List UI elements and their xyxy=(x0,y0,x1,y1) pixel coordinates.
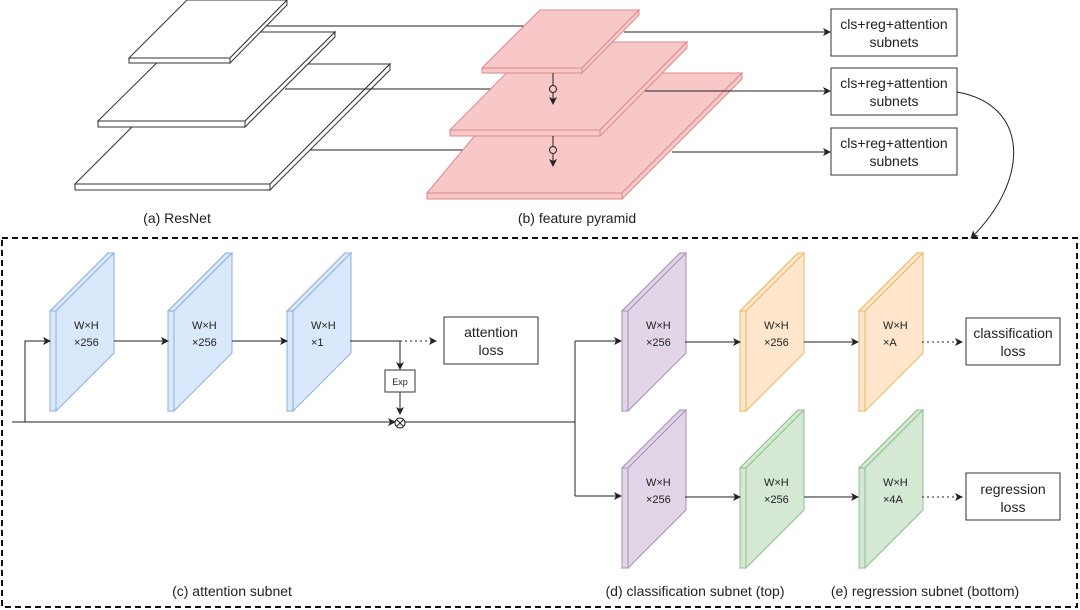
svg-text:Exp: Exp xyxy=(392,377,408,387)
top-down-pathway xyxy=(549,73,557,167)
attention-connections xyxy=(12,337,622,500)
map-size-label: W×H xyxy=(883,320,908,332)
map-channel-label: ×256 xyxy=(192,337,217,349)
map-channel-label: ×256 xyxy=(74,337,99,349)
map-size-label: W×H xyxy=(74,320,99,332)
reg-output-map: W×H ×4A xyxy=(857,408,925,570)
cls-output-map: W×H ×A xyxy=(857,251,925,413)
attention-feature-map: W×H ×256 xyxy=(166,251,234,413)
caption-feature-pyramid: (b) feature pyramid xyxy=(518,210,636,226)
pyramid-level-2 xyxy=(448,40,689,138)
svg-text:subnets: subnets xyxy=(869,153,918,169)
svg-text:cls+reg+attention: cls+reg+attention xyxy=(840,75,947,91)
map-size-label: W×H xyxy=(646,477,671,489)
cls-feature-map: W×H ×256 xyxy=(738,251,806,413)
map-size-label: W×H xyxy=(764,320,789,332)
caption-classification-subnet: (d) classification subnet (top) xyxy=(606,583,785,599)
pyramid-output-arrows xyxy=(624,28,831,156)
svg-text:loss: loss xyxy=(1001,499,1026,515)
detail-frame xyxy=(1,237,1078,608)
subnet-box-3: cls+reg+attention subnets xyxy=(830,127,958,176)
map-channel-label: ×256 xyxy=(646,494,671,506)
attention-feature-map: W×H ×1 xyxy=(285,251,353,413)
subnet-connections xyxy=(685,338,963,501)
svg-text:subnets: subnets xyxy=(869,93,918,109)
resnet-layer-1 xyxy=(127,0,288,65)
map-channel-label: ×256 xyxy=(646,337,671,349)
attention-loss-box: attention loss xyxy=(443,316,539,365)
reg-feature-map: W×H ×256 xyxy=(738,408,806,570)
map-channel-label: ×4A xyxy=(883,494,904,506)
svg-text:loss: loss xyxy=(1001,343,1026,359)
multiply-node-icon xyxy=(394,417,406,429)
subnet-box-1: cls+reg+attention subnets xyxy=(830,8,958,57)
add-node-icon xyxy=(549,146,557,154)
map-channel-label: ×1 xyxy=(311,337,324,349)
regression-loss-box: regression loss xyxy=(965,472,1061,521)
svg-text:attention: attention xyxy=(464,324,518,340)
pyramid-level-1 xyxy=(480,8,641,75)
map-size-label: W×H xyxy=(646,320,671,332)
resnet-layer-2 xyxy=(96,30,337,129)
map-size-label: W×H xyxy=(311,320,336,332)
svg-text:cls+reg+attention: cls+reg+attention xyxy=(840,16,947,32)
map-channel-label: ×256 xyxy=(764,494,789,506)
svg-text:classification: classification xyxy=(973,325,1052,341)
resnet-layers xyxy=(73,0,392,192)
svg-text:cls+reg+attention: cls+reg+attention xyxy=(840,135,947,151)
reg-feature-map: W×H ×256 xyxy=(620,408,688,570)
map-size-label: W×H xyxy=(764,477,789,489)
caption-regression-subnet: (e) regression subnet (bottom) xyxy=(831,583,1019,599)
attention-feature-map: W×H ×256 xyxy=(48,251,116,413)
subnet-box-2: cls+reg+attention subnets xyxy=(830,67,958,116)
map-size-label: W×H xyxy=(883,477,908,489)
expand-arrow xyxy=(956,91,1014,239)
cls-feature-map: W×H ×256 xyxy=(620,251,688,413)
feature-pyramid xyxy=(425,8,744,201)
svg-text:loss: loss xyxy=(479,342,504,358)
add-node-icon xyxy=(549,85,557,93)
map-size-label: W×H xyxy=(192,320,217,332)
classification-loss-box: classification loss xyxy=(965,317,1061,366)
svg-text:regression: regression xyxy=(980,481,1045,497)
exp-box: Exp xyxy=(384,369,416,393)
caption-resnet: (a) ResNet xyxy=(143,210,211,226)
map-channel-label: ×A xyxy=(883,337,897,349)
caption-attention-subnet: (c) attention subnet xyxy=(172,583,292,599)
map-channel-label: ×256 xyxy=(764,337,789,349)
svg-text:subnets: subnets xyxy=(869,34,918,50)
